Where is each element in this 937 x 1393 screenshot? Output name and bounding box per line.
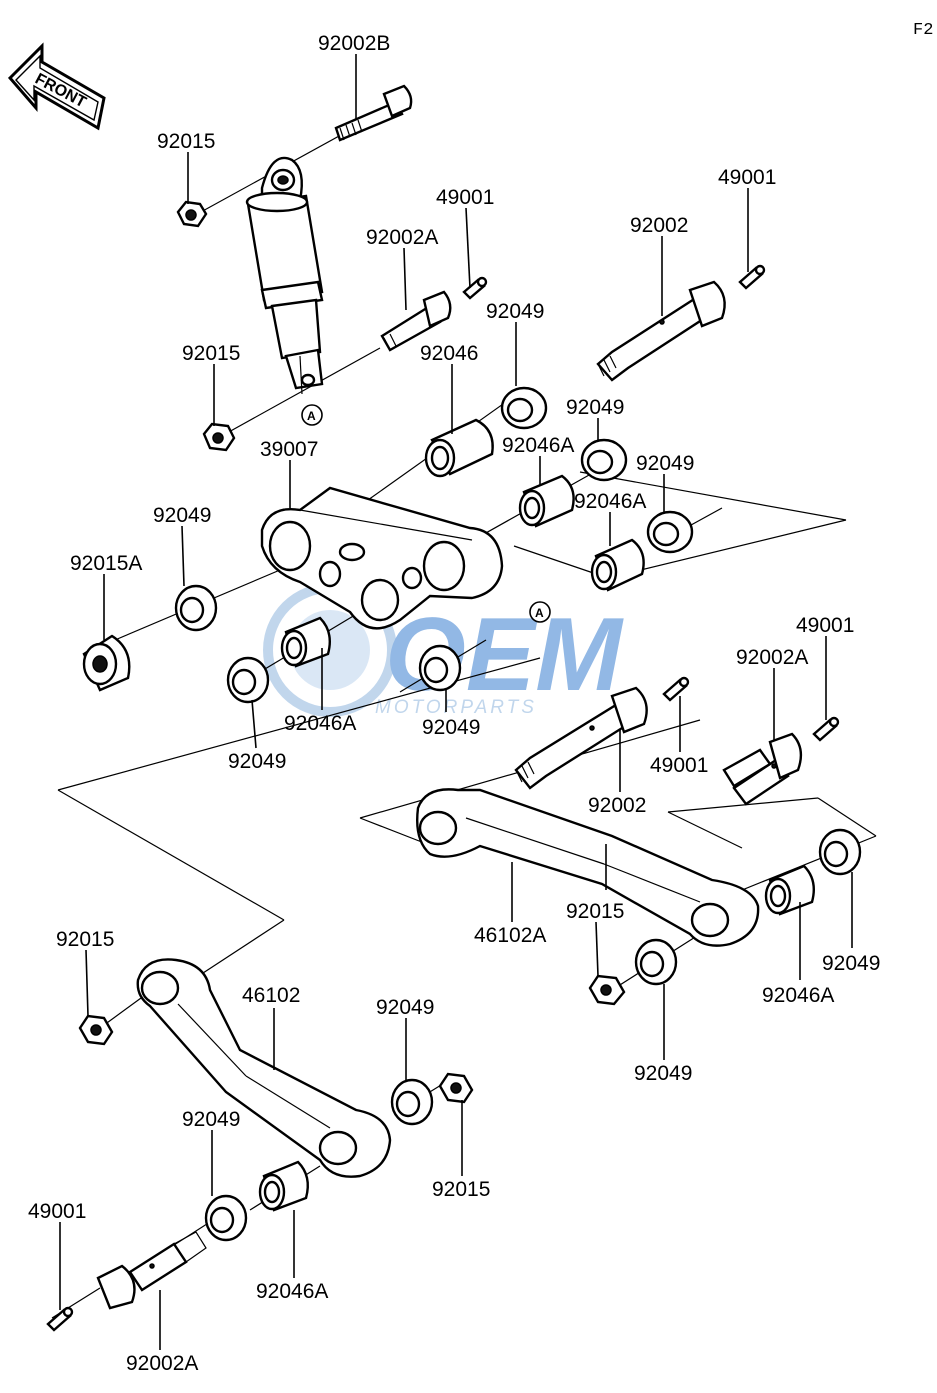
label-92002a-b: 92002A (736, 646, 808, 669)
tie-rod-46102 (136, 958, 392, 1178)
shock-absorber (245, 156, 324, 395)
bolt-92002-middle (514, 686, 648, 790)
collar-92049-c (646, 510, 694, 554)
label-92049-e: 92049 (422, 716, 480, 739)
label-92015-c: 92015 (566, 900, 624, 923)
label-92046a-d: 92046A (762, 984, 834, 1007)
label-49001-d: 49001 (650, 754, 708, 777)
label-49001-a: 49001 (436, 186, 494, 209)
label-92049-h: 92049 (376, 996, 434, 1019)
label-92049-j: 92049 (182, 1108, 240, 1131)
bolt-92002-upper (596, 280, 726, 382)
label-92015-e: 92015 (432, 1178, 490, 1201)
label-92049-g: 92049 (822, 952, 880, 975)
nut-92015-right (588, 974, 626, 1006)
nut-92015-lower-left (78, 1014, 114, 1046)
label-92002b: 92002B (318, 32, 390, 55)
label-92015-a: 92015 (157, 130, 215, 153)
collar-92049-f (418, 644, 462, 692)
label-92046: 92046 (420, 342, 478, 365)
label-92015-d: 92015 (56, 928, 114, 951)
grease-nipple-49001-e (46, 1306, 74, 1332)
collar-92049-a (500, 386, 548, 430)
bolt-92002a-lower (96, 1231, 207, 1310)
nut-92015-lower-right (438, 1072, 474, 1104)
bearing-92046a-a (518, 474, 575, 528)
watermark-sub-text: MOTORPARTS (375, 697, 537, 718)
label-92046a-a: 92046A (502, 434, 574, 457)
label-92049-b: 92049 (566, 396, 624, 419)
collar-92049-g (634, 938, 678, 986)
label-46102a: 46102A (474, 924, 546, 947)
label-46102: 46102 (242, 984, 300, 1007)
label-92046a-b: 92046A (574, 490, 646, 513)
ref-mark-a-upper: A (301, 404, 323, 426)
rocker-arm-39007 (260, 486, 504, 630)
collar-92049-i (390, 1078, 434, 1126)
bolt-92002a-middle (722, 732, 803, 806)
bearing-92046a-b (590, 538, 645, 592)
label-49001-c: 49001 (796, 614, 854, 637)
bolt-92002b (334, 84, 413, 142)
label-92049-c: 92049 (636, 452, 694, 475)
bearing-92046a-d (764, 864, 815, 916)
label-39007: 39007 (260, 438, 318, 461)
watermark-main-text: OEM (385, 597, 624, 713)
label-92046a-e: 92046A (256, 1280, 328, 1303)
label-92049-f: 92049 (228, 750, 286, 773)
label-49001-e: 49001 (28, 1200, 86, 1223)
collar-92015a (82, 634, 131, 692)
label-92049-d: 92049 (153, 504, 211, 527)
collar-92049-h (818, 828, 862, 876)
label-92049-i: 92049 (634, 1062, 692, 1085)
grease-nipple-49001-b (738, 264, 766, 290)
label-92046a-c: 92046A (284, 712, 356, 735)
nut-92015-upper (176, 200, 208, 228)
bolt-92002a-upper (380, 290, 452, 352)
page-code: F2 (913, 21, 933, 40)
label-49001-b: 49001 (718, 166, 776, 189)
grease-nipple-49001-a (462, 276, 488, 300)
label-92015a: 92015A (70, 552, 142, 575)
label-92049-a: 92049 (486, 300, 544, 323)
label-92002a-c: 92002A (126, 1352, 198, 1375)
label-92015-b: 92015 (182, 342, 240, 365)
leader-lines (59, 54, 853, 1350)
collar-92049-d (174, 584, 218, 632)
label-92002a-a: 92002A (366, 226, 438, 249)
ref-mark-a-lower: A (529, 601, 551, 623)
nut-92015-lower (202, 422, 236, 452)
label-92002-b: 92002 (588, 794, 646, 817)
bearing-92046a-c (280, 616, 331, 668)
part-labels: 92002B 92015 49001 49001 92002A 92002 92… (28, 32, 880, 1375)
bearing-92046 (424, 418, 494, 478)
tie-rod-46102a (416, 788, 760, 947)
label-92002-a: 92002 (630, 214, 688, 237)
collar-92049-e (226, 656, 270, 704)
collar-92049-j (204, 1194, 248, 1242)
svg-text:A: A (535, 606, 544, 620)
svg-text:A: A (307, 409, 316, 423)
bearing-92046a-e (258, 1160, 309, 1212)
front-arrow-icon: FRONT (7, 42, 106, 131)
grease-nipple-49001-c (662, 676, 690, 702)
collar-92049-b (580, 438, 628, 482)
grease-nipple-49001-d (812, 716, 840, 742)
